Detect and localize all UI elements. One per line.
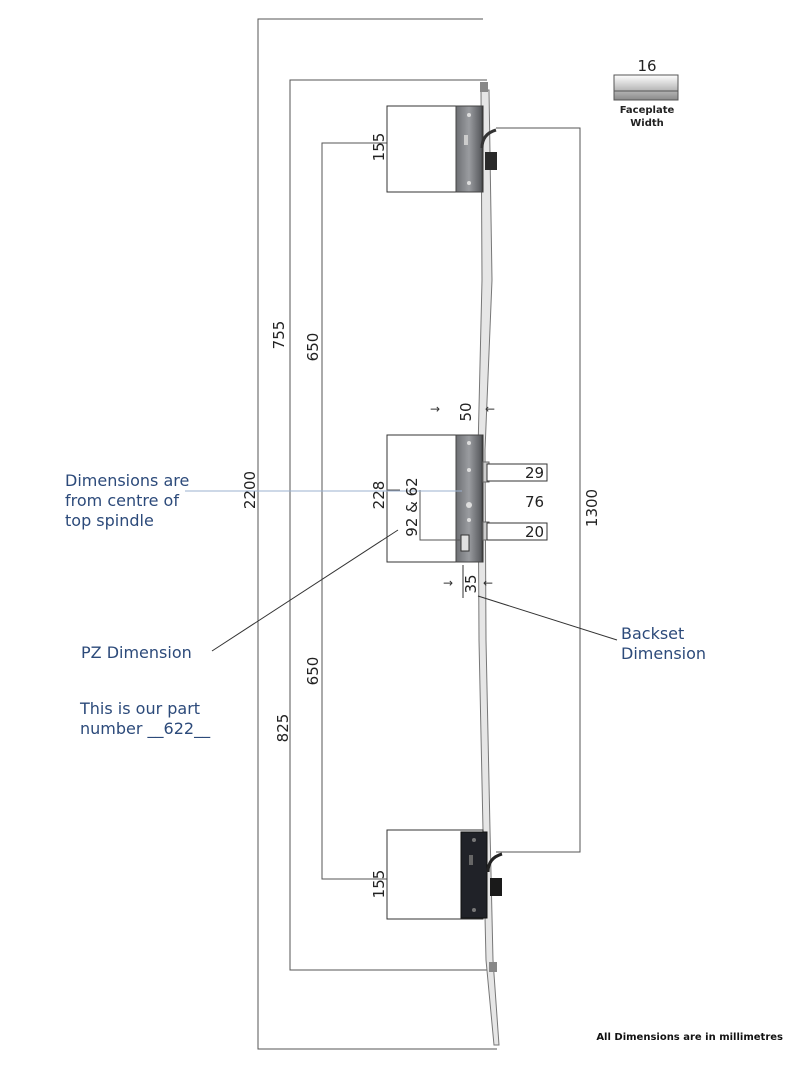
width-label: Width (630, 118, 664, 129)
pz-note: PZ Dimension (81, 643, 192, 662)
centre-note-line3: top spindle (65, 511, 154, 530)
frame-755-825 (289, 79, 492, 971)
frame-650 (321, 142, 387, 880)
outer-frame-2200 (257, 18, 497, 1050)
backset-leader (477, 595, 618, 641)
dim-650-bottom: 650 (304, 657, 322, 686)
arrow-35-right: ← (483, 576, 493, 590)
frame-1300 (496, 127, 581, 853)
part-note-line2: number __622__ (80, 719, 211, 739)
arrow-50-left: → (430, 402, 440, 416)
dim-20: 20 (525, 523, 544, 541)
dim-50: 50 (457, 402, 475, 421)
upper-bolt-box (486, 463, 548, 482)
pz-bracket (387, 489, 460, 541)
lower-bolt-box (486, 522, 548, 541)
part-number: __622__ (147, 719, 212, 739)
dim-755: 755 (270, 321, 288, 350)
centre-note-line2: from centre of (65, 491, 179, 510)
arrow-50-right: ← (485, 402, 495, 416)
faceplate-width-legend: 16 Faceplate Width (613, 57, 679, 129)
faceplate-label: Faceplate (620, 105, 675, 116)
top-hook-case (386, 82, 497, 193)
dim-2200: 2200 (241, 471, 259, 509)
dim-16: 16 (637, 57, 656, 75)
dim-35: 35 (462, 574, 480, 593)
dim-155-bottom: 155 (370, 870, 388, 899)
arrow-35-left: → (443, 576, 453, 590)
pz-leader (211, 529, 399, 652)
centre-gearbox-case (386, 434, 490, 563)
part-note-prefix: number (80, 719, 148, 738)
units-footer: All Dimensions are in millimetres (596, 1032, 783, 1043)
centre-note-line1: Dimensions are (65, 471, 189, 490)
bottom-hook-case (386, 829, 503, 972)
dim-76: 76 (525, 493, 544, 511)
dim-29: 29 (525, 464, 544, 482)
dim-pz-options: 92 & 62 (403, 477, 421, 536)
backset-note-line1: Backset (621, 624, 684, 643)
part-note-line1: This is our part (79, 699, 200, 718)
backset-note-line2: Dimension (621, 644, 706, 663)
dim-228: 228 (370, 481, 388, 510)
dim-825: 825 (274, 714, 292, 743)
dim-650-top: 650 (304, 333, 322, 362)
dim-1300: 1300 (583, 489, 601, 527)
dim-155-top: 155 (370, 133, 388, 162)
